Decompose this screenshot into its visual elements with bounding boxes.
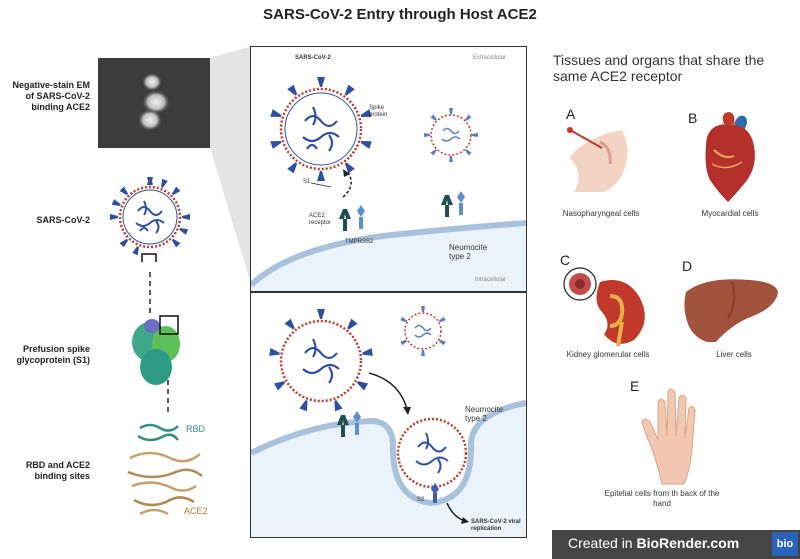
s1-label: S1 xyxy=(303,179,311,185)
tmprss2-label: TMPRSS2 xyxy=(345,239,374,245)
ace2-receptor-label: ACE2 receptor xyxy=(309,213,332,226)
spike-label: Prefusion spike glycoprotein (S1) xyxy=(16,344,90,365)
replication-label: SARS-CoV-2 viral replication xyxy=(471,519,521,532)
extracellular-label: Extracellular xyxy=(473,55,507,61)
rbd-tag: RBD xyxy=(186,424,206,434)
kidney-icon xyxy=(563,267,645,347)
organ-a-letter: A xyxy=(566,106,576,122)
nasopharynx-icon xyxy=(567,127,628,192)
virus-label: SARS-CoV-2 xyxy=(36,215,90,225)
zoom-wedge xyxy=(210,46,252,288)
organ-e-label: Epitelial cells from th back of the hand xyxy=(604,489,720,508)
em-particle-image xyxy=(98,58,210,148)
organ-a-label: Nasopharyngeal cells xyxy=(562,209,640,218)
organ-d-label: Liver cells xyxy=(716,350,752,359)
rbd-ace2-structure-icon xyxy=(127,423,203,516)
badge-created-in: Created in xyxy=(568,535,633,551)
liver-icon xyxy=(684,279,778,342)
s2-label: S2 xyxy=(417,497,425,503)
hand-icon xyxy=(641,388,696,485)
neumocite-label-top: Neumocite type 2 xyxy=(449,243,488,261)
rbd-label: RBD and ACE2 binding sites xyxy=(25,460,90,481)
organ-b-label: Myocardial cells xyxy=(701,209,759,218)
panel-endocytosis: Neumocite type 2 S2 SARS-CoV-2 viral rep… xyxy=(250,292,527,538)
virus-icon xyxy=(110,177,190,262)
organ-e-letter: E xyxy=(630,378,640,394)
organ-c-letter: C xyxy=(560,252,571,268)
ace2-tag: ACE2 xyxy=(184,506,208,516)
virus-name-label: SARS-CoV-2 xyxy=(295,55,331,61)
intracellular-label: Intracellular xyxy=(475,277,507,283)
panel-entry-binding: SARS-CoV-2 Extracellular Spike protein S… xyxy=(250,46,527,292)
badge-brand: BioRender.com xyxy=(636,535,740,551)
em-label: Negative-stain EM of SARS-CoV-2 binding … xyxy=(12,80,90,112)
organ-d-letter: D xyxy=(682,258,693,274)
spike-protein-icon xyxy=(132,315,180,385)
panel-entry-binding-graphic xyxy=(251,77,526,291)
neumocite-label-bottom: Neumocite type 2 xyxy=(465,405,504,423)
biorender-badge[interactable]: Created in BioRender.com bio xyxy=(552,530,800,559)
biorender-logo-icon: bio xyxy=(772,532,798,556)
heart-icon xyxy=(705,112,755,202)
page-title: SARS-CoV-2 Entry through Host ACE2 xyxy=(263,6,537,23)
spike-protein-label: Spike protein xyxy=(369,105,388,118)
em-image xyxy=(98,58,210,148)
biorender-badge-text: Created in BioRender.com xyxy=(568,535,739,551)
organ-c-label: Kidney glomerular cells xyxy=(566,350,650,359)
organs-heading: Tissues and organs that share the same A… xyxy=(553,52,765,84)
organ-b-letter: B xyxy=(688,110,698,126)
panel-endocytosis-graphic xyxy=(251,306,526,537)
